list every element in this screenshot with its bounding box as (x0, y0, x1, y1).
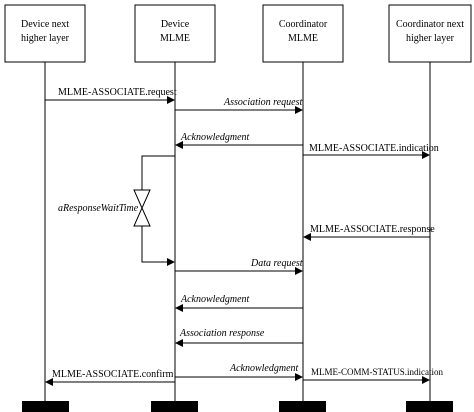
svg-text:MLME-ASSOCIATE.confirm: MLME-ASSOCIATE.confirm (52, 369, 174, 380)
svg-text:MLME-COMM-STATUS.indication: MLME-COMM-STATUS.indication (311, 367, 444, 377)
message-associate-confirm: MLME-ASSOCIATE.confirm (45, 369, 175, 386)
svg-text:MLME: MLME (288, 33, 318, 44)
message-association-request: Association request (175, 97, 303, 114)
svg-text:MLME-ASSOCIATE.indication: MLME-ASSOCIATE.indication (309, 143, 439, 154)
svg-text:MLME-ASSOCIATE.request: MLME-ASSOCIATE.request (58, 87, 177, 98)
svg-text:Association response: Association response (179, 328, 265, 339)
message-data-request: Data request (175, 258, 303, 275)
hourglass-icon (133, 189, 151, 227)
lifeline-end-bar (279, 401, 326, 412)
lifeline-end-bar (22, 401, 69, 412)
lane-header-device-nhl: Device next higher layer (4, 4, 86, 63)
svg-text:higher layer: higher layer (21, 33, 70, 44)
svg-text:higher layer: higher layer (406, 33, 455, 44)
message-acknowledgment-1: Acknowledgment (175, 132, 303, 149)
svg-text:MLME-ASSOCIATE.response: MLME-ASSOCIATE.response (310, 224, 435, 235)
message-association-response: Association response (175, 328, 303, 347)
lifeline-end-bar (406, 401, 453, 412)
message-acknowledgment-3: Acknowledgment (175, 363, 303, 381)
svg-text:Acknowledgment: Acknowledgment (229, 363, 299, 374)
svg-text:Coordinator next: Coordinator next (396, 19, 464, 30)
message-acknowledgment-2: Acknowledgment (175, 294, 303, 312)
message-associate-request: MLME-ASSOCIATE.request (45, 87, 177, 104)
lane-header-device-mlme: Device MLME (134, 4, 216, 63)
response-wait-time-bracket: aResponseWaitTime (58, 155, 175, 266)
svg-text:MLME: MLME (160, 33, 190, 44)
svg-text:Coordinator: Coordinator (279, 19, 328, 30)
message-associate-response: MLME-ASSOCIATE.response (303, 224, 435, 241)
message-associate-indication: MLME-ASSOCIATE.indication (303, 143, 439, 159)
lifeline-end-bar (151, 401, 198, 412)
lane-header-coordinator-mlme: Coordinator MLME (262, 4, 344, 63)
svg-text:aResponseWaitTime: aResponseWaitTime (58, 203, 139, 214)
svg-text:Association request: Association request (223, 97, 302, 108)
svg-text:Device: Device (161, 19, 190, 30)
lane-header-coordinator-nhl: Coordinator next higher layer (388, 4, 472, 63)
message-comm-status-indication: MLME-COMM-STATUS.indication (303, 367, 444, 384)
svg-text:Data request: Data request (250, 258, 303, 269)
svg-text:Device next: Device next (21, 19, 69, 30)
svg-text:Acknowledgment: Acknowledgment (180, 132, 250, 143)
svg-text:Acknowledgment: Acknowledgment (180, 294, 250, 305)
